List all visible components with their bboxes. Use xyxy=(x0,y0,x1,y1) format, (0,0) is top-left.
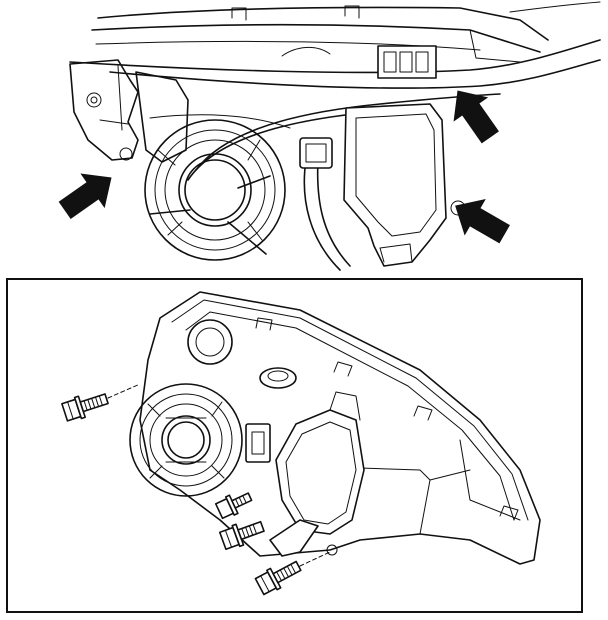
lower-clip xyxy=(269,519,338,557)
main-bulb-socket xyxy=(129,383,243,497)
hex-flange-bolt-icon-mid-1 xyxy=(214,492,253,520)
hex-flange-bolt-icon-mid-2 xyxy=(218,520,265,551)
bulb-cover-boot-lower xyxy=(275,391,365,535)
lamp-housing-rim xyxy=(91,5,549,63)
hex-flange-bolt-icon-upper-left xyxy=(61,393,109,422)
bottom-panel-frame xyxy=(6,278,583,613)
clip-hole xyxy=(450,200,466,216)
adjuster-port xyxy=(187,319,297,389)
push-arrow-icon-left xyxy=(58,173,112,219)
housing-tabs xyxy=(255,317,519,521)
lower-cable xyxy=(299,137,351,271)
push-arrow-icon-lower-right xyxy=(455,198,510,244)
bolt-leader-upper xyxy=(107,383,141,399)
bolt-leader-lower xyxy=(299,551,331,567)
mounting-bracket-left xyxy=(69,59,189,163)
bulb-cover-boot xyxy=(343,103,447,267)
bulb-socket-assembly xyxy=(144,114,291,261)
connector-block xyxy=(377,45,437,79)
harness-connector xyxy=(245,423,271,463)
top-panel-headlamp-rear-view xyxy=(58,1,601,271)
push-arrow-icon-upper-right xyxy=(453,90,499,144)
hex-flange-bolt-icon-lower xyxy=(254,560,302,596)
bottom-panel-headlamp-assembly xyxy=(6,278,583,613)
